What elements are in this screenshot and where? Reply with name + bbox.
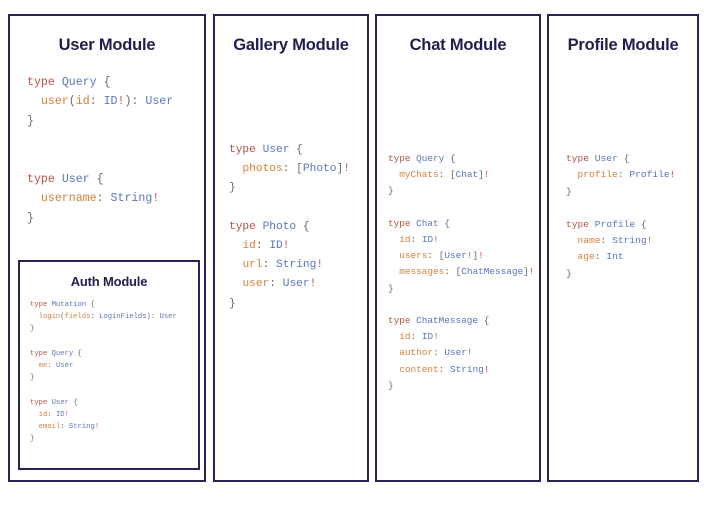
module-schema-user: type Query { user(id: ID!): User } type …	[27, 76, 174, 225]
module-card-chat[interactable]: Chat Module type Query { myChats: [Chat]…	[375, 14, 541, 482]
module-schema-auth: type Mutation { login(fields: LoginField…	[30, 301, 177, 444]
module-title-profile: Profile Module	[567, 36, 679, 54]
module-card-auth[interactable]: Auth Module type Mutation { login(fields…	[18, 260, 200, 470]
module-schema-gallery: type User { photos: [Photo]! } type Phot…	[229, 144, 350, 310]
module-card-profile[interactable]: Profile Module type User { profile: Prof…	[547, 14, 699, 482]
module-card-gallery[interactable]: Gallery Module type User { photos: [Phot…	[213, 14, 369, 482]
module-title-gallery: Gallery Module	[233, 36, 349, 54]
module-title-user: User Module	[58, 36, 156, 54]
module-schema-profile: type User { profile: Profile! } type Pro…	[566, 153, 676, 279]
module-title-auth: Auth Module	[70, 274, 148, 289]
module-schema-chat: type Query { myChats: [Chat]! } type Cha…	[388, 153, 535, 391]
module-card-user[interactable]: User Module type Query { user(id: ID!): …	[8, 14, 206, 482]
module-title-chat: Chat Module	[409, 36, 507, 54]
